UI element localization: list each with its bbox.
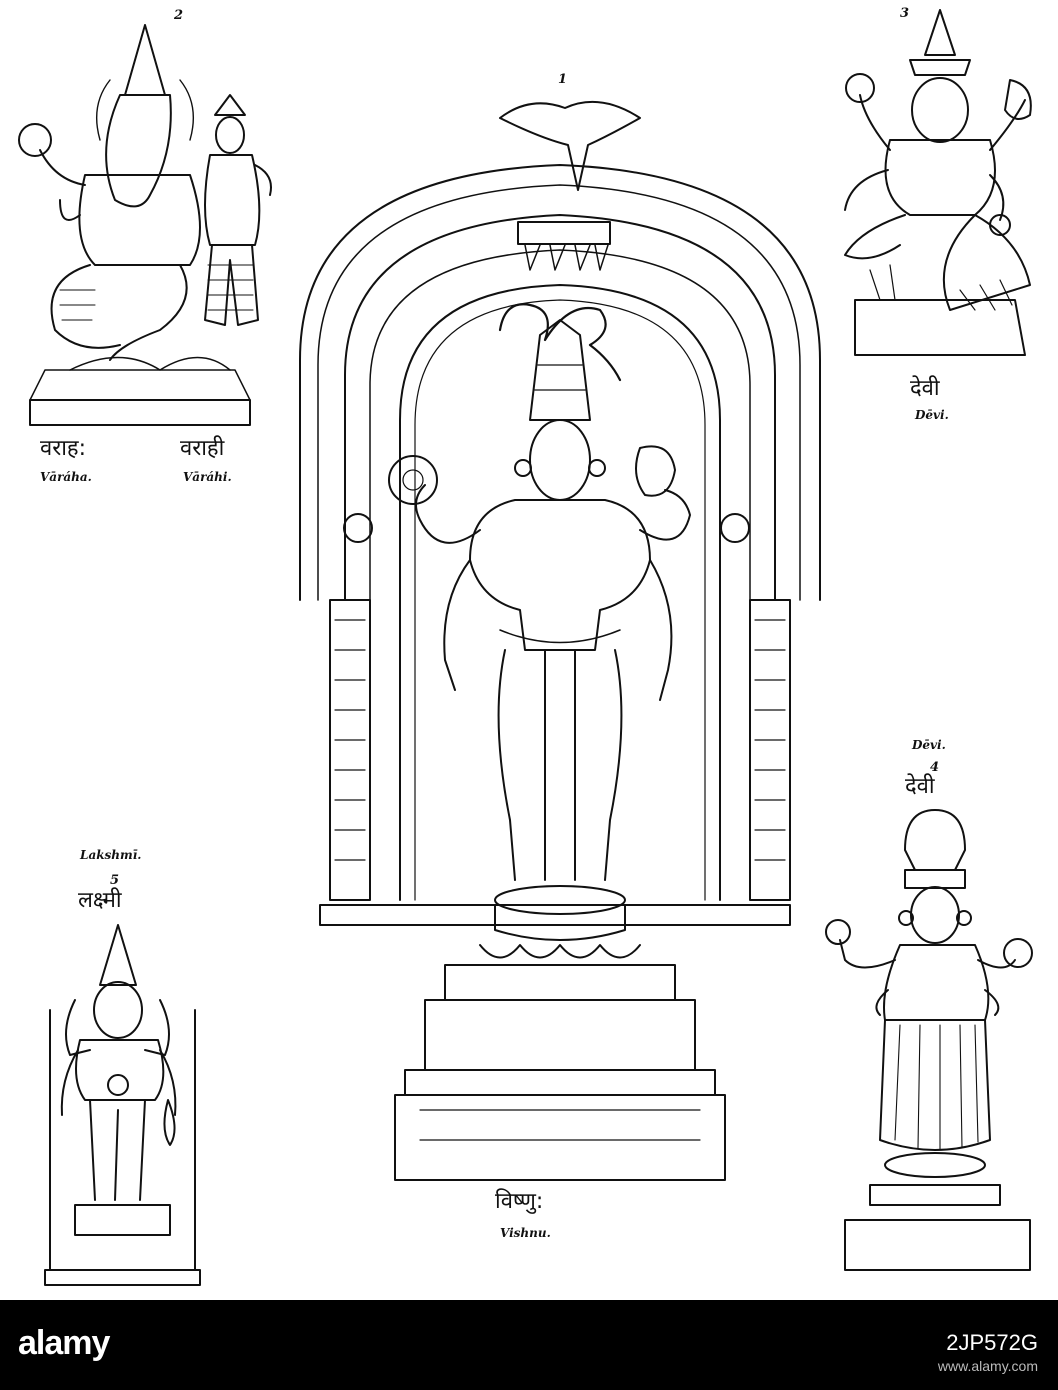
devi-4-roman-label: Dēvi. <box>912 738 946 752</box>
plate-drawing <box>18 9 1033 1286</box>
shrine-inner-niche <box>399 284 721 901</box>
varahi-roman-label: Vāráhi. <box>183 470 232 484</box>
varahi-devanagari-label: वराही <box>180 436 225 461</box>
devi-3-devanagari-label: देवी <box>910 376 940 401</box>
devi-3-number: 3 <box>900 6 910 21</box>
devi-4-devanagari-label: देवी <box>905 774 935 799</box>
shrine-crest <box>499 100 641 191</box>
devi-4-sari <box>879 1019 991 1151</box>
vishnu-devanagari-label: विष्णु: <box>495 1189 544 1214</box>
varaha-head <box>105 94 172 208</box>
conch <box>635 445 676 497</box>
varaha-number: 2 <box>174 8 184 23</box>
vishnu-number: 1 <box>558 72 568 87</box>
serpent-canopy <box>498 303 622 382</box>
devi-3-roman-label: Dēvi. <box>915 408 949 422</box>
devi-4-number: 4 <box>930 760 940 775</box>
vishnu-torso <box>469 499 651 651</box>
lakshmi-figure <box>44 924 201 1286</box>
devi-3-crown <box>924 9 956 56</box>
lakshmi-devanagari-label: लक्ष्मी <box>78 888 122 913</box>
varaha-devanagari-label: वराह: <box>40 436 87 461</box>
devi-4-figure <box>825 809 1033 1271</box>
devi-3-figure <box>844 9 1032 356</box>
lotus-pedestal <box>479 944 641 959</box>
shrine-lintel <box>517 221 611 245</box>
varaha-crown <box>124 24 166 96</box>
varaha-chakra <box>18 123 52 157</box>
watermark-url: www.alamy.com <box>937 1358 1038 1374</box>
devi-3-discus <box>845 73 875 103</box>
varaha-roman-label: Vāráha. <box>40 470 92 484</box>
lakshmi-crown <box>99 924 137 986</box>
shrine-outer-arch <box>299 164 821 601</box>
varaha-varahi-figure <box>18 24 272 426</box>
vishnu-figure <box>299 100 821 1181</box>
vishnu-head <box>529 419 591 501</box>
alamy-logo: alamy <box>18 1324 110 1362</box>
watermark-footer: alamy 2JP572G www.alamy.com <box>0 1300 1058 1390</box>
lakshmi-roman-label: Lakshmī. <box>80 848 142 862</box>
vishnu-crown <box>529 319 591 421</box>
image-id: 2JP572G <box>946 1330 1038 1355</box>
vishnu-roman-label: Vishnu. <box>500 1226 551 1240</box>
lakshmi-number: 5 <box>110 873 120 888</box>
devi-4-crown <box>904 809 966 871</box>
chakra-discus <box>388 455 438 505</box>
engraving-plate: 1 विष्णु: Vishnu. 2 वराह: वराही Vāráha. … <box>18 6 1033 1286</box>
